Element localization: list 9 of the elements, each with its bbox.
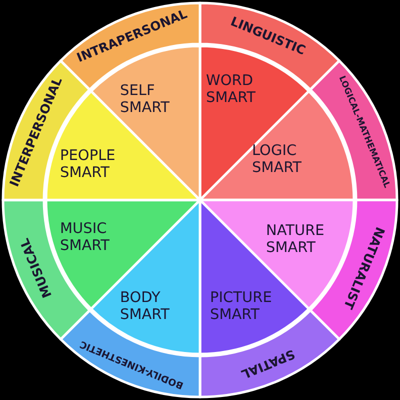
intelligence-label: LOGIC SMART — [252, 143, 303, 177]
intelligence-label: PICTURE SMART — [210, 290, 273, 324]
intelligence-label: SELF SMART — [120, 83, 171, 117]
intelligence-label: MUSIC SMART — [60, 221, 111, 255]
intelligence-label: BODY SMART — [120, 290, 171, 324]
intelligence-label: NATURE SMART — [266, 223, 326, 257]
intelligence-label: PEOPLE SMART — [60, 148, 116, 181]
intelligence-label: WORD SMART — [206, 73, 257, 107]
ring-segment — [200, 310, 340, 397]
